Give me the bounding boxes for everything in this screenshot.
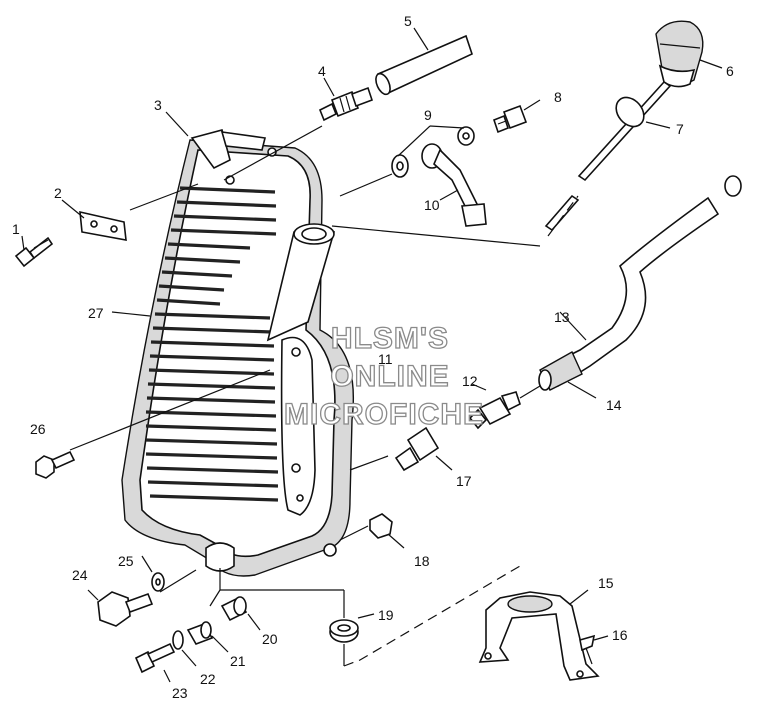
callout-10: 10 xyxy=(424,197,440,213)
callout-9: 9 xyxy=(424,107,432,123)
filler-neck xyxy=(266,223,336,342)
part-14-sleeve xyxy=(538,351,583,391)
callout-26: 26 xyxy=(30,421,46,437)
callout-23: 23 xyxy=(172,685,188,701)
tank-body xyxy=(121,129,355,577)
part-8-fitting xyxy=(493,104,528,134)
leader-lines xyxy=(21,27,723,683)
hose-end-washer xyxy=(724,175,742,197)
part-23-bolt xyxy=(134,642,176,674)
part-17-sensor xyxy=(394,426,440,472)
part-25-washer xyxy=(151,572,165,592)
part-2-plate xyxy=(79,210,127,241)
part-6-cap xyxy=(655,20,704,88)
part-12-fitting xyxy=(468,391,521,430)
callout-12: 12 xyxy=(462,373,478,389)
dipstick-shaft xyxy=(544,80,672,232)
part-7-o-ring xyxy=(615,96,645,128)
callout-6: 6 xyxy=(726,63,734,79)
callout-5: 5 xyxy=(404,13,412,29)
part-16-screw xyxy=(579,634,596,665)
callout-16: 16 xyxy=(612,627,628,643)
part-1-bolt xyxy=(14,236,54,268)
part-26-bolt xyxy=(35,450,76,479)
callout-19: 19 xyxy=(378,607,394,623)
part-15-bracket xyxy=(478,591,600,681)
callout-8: 8 xyxy=(554,89,562,105)
part-4-sensor xyxy=(318,86,374,122)
callout-20: 20 xyxy=(262,631,278,647)
part-13-hose xyxy=(546,196,720,388)
callout-11: 11 xyxy=(378,351,393,367)
watermark: HLSM'S ONLINE MICROFICHE xyxy=(283,321,484,431)
part-18-nut xyxy=(369,513,393,539)
part-21-spacer xyxy=(186,621,214,645)
callout-22: 22 xyxy=(200,671,216,687)
part-5-hose xyxy=(375,34,473,96)
dashed-assembly-line xyxy=(343,565,521,667)
part-22-washer xyxy=(172,630,184,650)
part-24-bolt xyxy=(97,591,154,627)
callout-labels: 1 2 3 4 5 6 7 8 9 10 11 12 13 14 15 16 1… xyxy=(12,13,734,701)
callout-4: 4 xyxy=(318,63,326,79)
watermark-line-2: ONLINE xyxy=(330,360,449,393)
part-9-washers xyxy=(391,126,475,178)
callout-15: 15 xyxy=(598,575,614,591)
callout-2: 2 xyxy=(54,185,62,201)
part-20-plug xyxy=(220,596,248,622)
callout-17: 17 xyxy=(456,473,472,489)
part-10-banjo xyxy=(421,143,487,227)
dashed-dipstick-line xyxy=(547,195,579,237)
watermark-line-3: MICROFICHE xyxy=(284,398,484,431)
part-19-grommet xyxy=(329,619,359,643)
callout-1: 1 xyxy=(12,221,20,237)
callout-18: 18 xyxy=(414,553,430,569)
callout-14: 14 xyxy=(606,397,622,413)
callout-7: 7 xyxy=(676,121,684,137)
callout-13: 13 xyxy=(554,309,570,325)
callout-21: 21 xyxy=(230,653,246,669)
cooling-fins xyxy=(145,186,279,502)
callout-24: 24 xyxy=(72,567,88,583)
callout-25: 25 xyxy=(118,553,134,569)
watermark-line-1: HLSM'S xyxy=(331,322,449,355)
callout-3: 3 xyxy=(154,97,162,113)
callout-27: 27 xyxy=(88,305,104,321)
